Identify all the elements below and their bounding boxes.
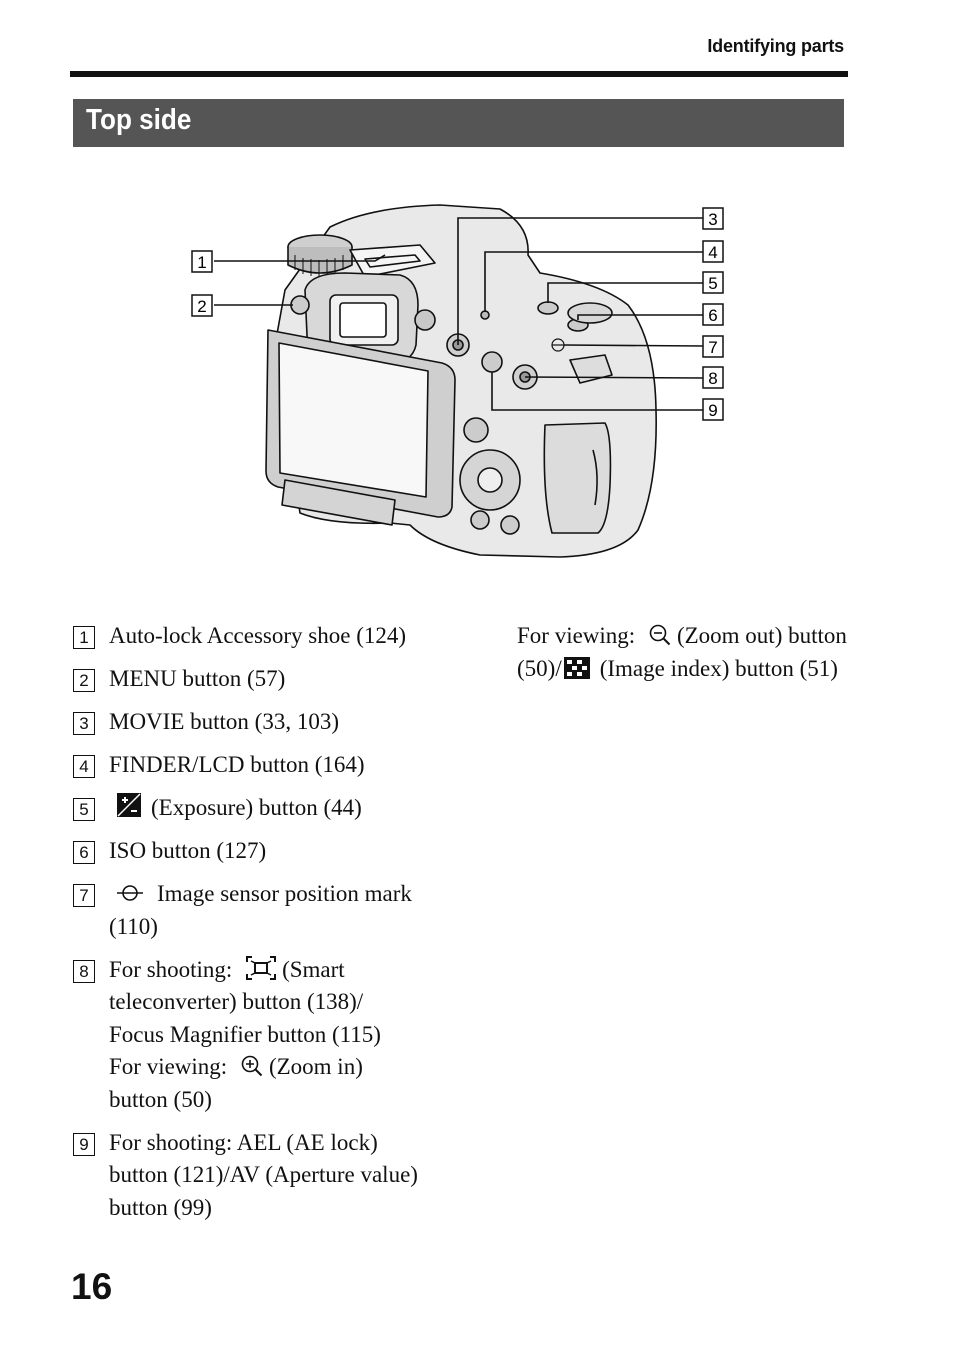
continuation-text-a: For viewing: xyxy=(517,623,636,648)
item-text: For shooting: xyxy=(109,956,233,982)
svg-text:6: 6 xyxy=(708,306,717,325)
exposure-button xyxy=(537,301,559,315)
accessory-shoe xyxy=(349,244,436,278)
item-text: (Zoom in) button (50) xyxy=(109,1054,363,1112)
item-text: For shooting: AEL (AE lock) button (121)… xyxy=(109,1129,418,1220)
sensor-position-icon xyxy=(117,885,143,901)
finder-lcd-button xyxy=(480,310,490,320)
svg-text:4: 4 xyxy=(708,243,717,262)
grip xyxy=(543,422,612,534)
page-number: 16 xyxy=(71,1266,113,1307)
item-number: 5 xyxy=(73,798,95,821)
item-number: 7 xyxy=(73,884,95,907)
section-title-band: Top side xyxy=(73,99,844,147)
svg-text:3: 3 xyxy=(708,210,717,229)
running-header: Identifying parts xyxy=(707,36,844,56)
callout-3: 3 xyxy=(702,207,724,230)
continuation-text: For viewing: (Zoom out) button (50)/ (Im… xyxy=(517,620,847,685)
callout-1: 1 xyxy=(191,250,213,273)
svg-text:2: 2 xyxy=(197,297,206,316)
callout-5: 5 xyxy=(702,271,724,294)
zoom-in-icon xyxy=(241,1055,263,1077)
item-number: 9 xyxy=(73,1132,95,1156)
list-item: 1 Auto-lock Accessory shoe (124) xyxy=(73,620,423,653)
item-text: MOVIE button (33, 103) xyxy=(109,709,339,734)
callout-8: 8 xyxy=(702,366,724,389)
list-item: 5 (Exposure) button (44) xyxy=(73,792,423,825)
camera-illustration: 1 2 3 4 5 6 7 8 9 xyxy=(191,204,724,558)
image-index-icon xyxy=(563,656,590,679)
parts-list: 1 Auto-lock Accessory shoe (124) 2 MENU … xyxy=(73,620,423,1235)
section-title: Top side xyxy=(86,104,192,136)
item-number: 4 xyxy=(73,755,95,778)
item-text: ISO button (127) xyxy=(109,838,267,863)
callout-2: 2 xyxy=(191,294,213,317)
ael-button xyxy=(481,351,503,373)
list-item: 6 ISO button (127) xyxy=(73,835,423,868)
continuation-text-b: (Zoom out) button (50)/ xyxy=(517,623,847,681)
item-text: Image sensor position mark (110) xyxy=(109,881,412,939)
callout-6: 6 xyxy=(702,303,724,326)
list-item: 4 FINDER/LCD button (164) xyxy=(73,749,423,782)
exposure-icon xyxy=(117,793,141,817)
list-item: 2 MENU button (57) xyxy=(73,663,423,696)
svg-text:8: 8 xyxy=(708,369,717,388)
item-number: 2 xyxy=(73,669,95,692)
item-text: For viewing: xyxy=(109,1054,228,1079)
item-number: 3 xyxy=(73,712,95,735)
item-text: (Exposure) button (44) xyxy=(151,795,362,820)
svg-text:9: 9 xyxy=(708,401,717,420)
item-text: (Smart teleconverter) button (138)/ Focu… xyxy=(109,956,381,1047)
list-item: 8 For shooting: (Smart teleconverter) bu… xyxy=(73,954,423,1117)
svg-text:5: 5 xyxy=(708,274,717,293)
callout-9: 9 xyxy=(702,398,724,421)
callout-7: 7 xyxy=(702,335,724,358)
item-number: 1 xyxy=(73,626,95,649)
zoom-out-icon xyxy=(649,624,671,646)
menu-button xyxy=(290,295,310,315)
list-item: 7 Image sensor position mark (110) xyxy=(73,878,423,943)
list-item: 3 MOVIE button (33, 103) xyxy=(73,706,423,739)
smart-teleconverter-icon xyxy=(246,955,277,980)
item-text: MENU button (57) xyxy=(109,666,286,691)
callout-4: 4 xyxy=(702,240,724,263)
item-number: 6 xyxy=(73,841,95,864)
continuation-text-c: (Image index) button (51) xyxy=(599,655,838,681)
svg-text:7: 7 xyxy=(708,338,717,357)
item-number: 8 xyxy=(73,959,95,983)
item-text: Auto-lock Accessory shoe (124) xyxy=(109,623,407,648)
svg-text:1: 1 xyxy=(197,253,206,272)
list-item: 9 For shooting: AEL (AE lock) button (12… xyxy=(73,1127,423,1225)
header-rule xyxy=(70,71,848,77)
item-text: FINDER/LCD button (164) xyxy=(109,752,365,777)
